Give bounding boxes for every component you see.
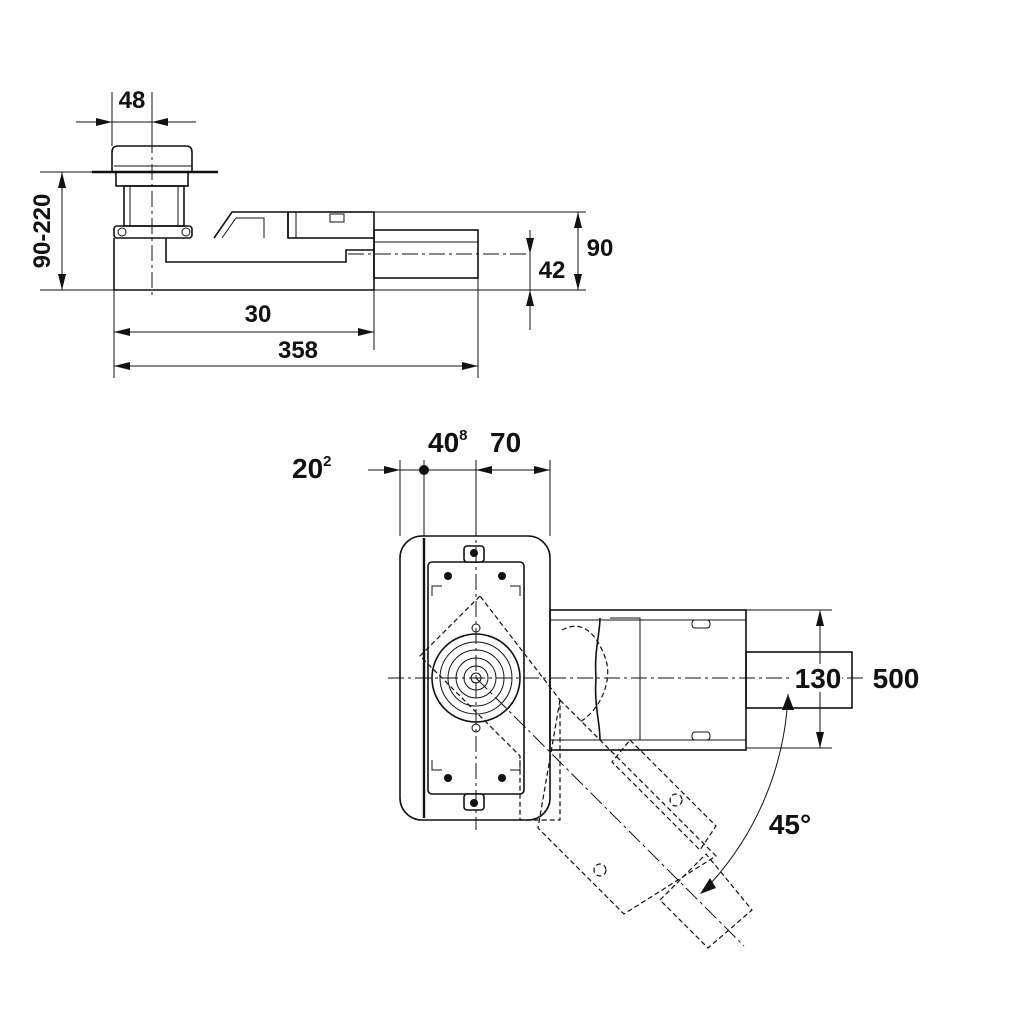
side-view: 48 90-220 90 42 [29,87,613,378]
rotated-position-outline [419,595,717,915]
dim-500-label: 500 [873,663,920,694]
dim-70-label: 70 [490,427,521,458]
dim-358: 358 [114,278,479,378]
dim-90-220-label: 90-220 [29,194,56,269]
dim-48: 48 [76,87,196,146]
dim-45-label: 45° [769,809,811,840]
dim-40-label: 408 [428,427,468,458]
upper-housing [287,211,375,239]
main-body [113,238,375,291]
dim-48-label: 48 [119,87,146,114]
rotated-outlet-pipe [475,677,753,949]
dim-90-label: 90 [587,235,614,262]
dim-90-220: 90-220 [29,171,114,291]
screws [444,572,506,782]
top-view: 202 408 70 130 500 45° [292,427,920,949]
outlet-pipe-top [745,651,853,709]
angle-arc [711,693,789,883]
dim-42-label: 42 [539,257,566,284]
clamp-ring [113,225,193,239]
dim-top-widths: 202 408 70 [292,427,551,536]
dim-30-label: 30 [245,301,272,328]
stem-tube [123,185,185,227]
dim-358-label: 358 [278,337,318,364]
dim-angle-45: 45° [700,693,811,894]
outlet-housing [549,609,747,751]
dim-130-label: 130 [795,663,842,694]
dim-42: 42 [526,230,565,330]
dim-20-label: 202 [292,453,332,484]
dim-90: 90 [374,211,614,291]
dim-30: 30 [113,290,375,378]
dim-130: 130 [746,609,842,749]
outlet-branch [549,609,853,751]
